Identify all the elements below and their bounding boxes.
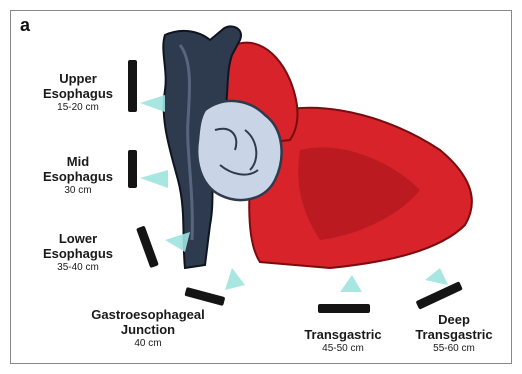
label-transgastric: Transgastric 45-50 cm [288, 328, 398, 354]
beam-transgastric [340, 275, 362, 292]
probe-upper-esophagus [128, 60, 137, 112]
beam-mid-esophagus [140, 170, 168, 188]
label-name-line: Transgastric [288, 328, 398, 343]
label-lower-esophagus: Lower Esophagus 35-40 cm [28, 232, 128, 273]
label-name-line: Junction [78, 323, 218, 338]
probe-deep-transgastric [416, 281, 463, 309]
label-name-line: Lower [28, 232, 128, 247]
label-depth: 45-50 cm [288, 343, 398, 355]
label-depth: 15-20 cm [28, 102, 128, 114]
label-name-line: Transgastric [404, 328, 504, 343]
label-name-line: Gastroesophageal [78, 308, 218, 323]
label-depth: 35-40 cm [28, 262, 128, 274]
panel-letter: a [20, 15, 30, 36]
beam-gastroesophageal-junction [225, 268, 245, 290]
probe-mid-esophagus [128, 150, 137, 188]
probe-transgastric [318, 304, 370, 313]
label-name-line: Deep [404, 313, 504, 328]
label-name-line: Esophagus [28, 247, 128, 262]
label-depth: 30 cm [28, 185, 128, 197]
label-upper-esophagus: Upper Esophagus 15-20 cm [28, 72, 128, 113]
label-mid-esophagus: Mid Esophagus 30 cm [28, 155, 128, 196]
beam-upper-esophagus [140, 95, 165, 112]
probe-gastroesophageal-junction [184, 287, 225, 306]
label-name-line: Esophagus [28, 170, 128, 185]
label-name-line: Mid [28, 155, 128, 170]
probe-lower-esophagus [136, 226, 159, 269]
label-depth: 55-60 cm [404, 343, 504, 355]
beam-deep-transgastric [425, 268, 448, 285]
label-name-line: Upper [28, 72, 128, 87]
label-deep-transgastric: Deep Transgastric 55-60 cm [404, 313, 504, 354]
label-gastroesophageal-junction: Gastroesophageal Junction 40 cm [78, 308, 218, 349]
label-name-line: Esophagus [28, 87, 128, 102]
label-depth: 40 cm [78, 338, 218, 350]
